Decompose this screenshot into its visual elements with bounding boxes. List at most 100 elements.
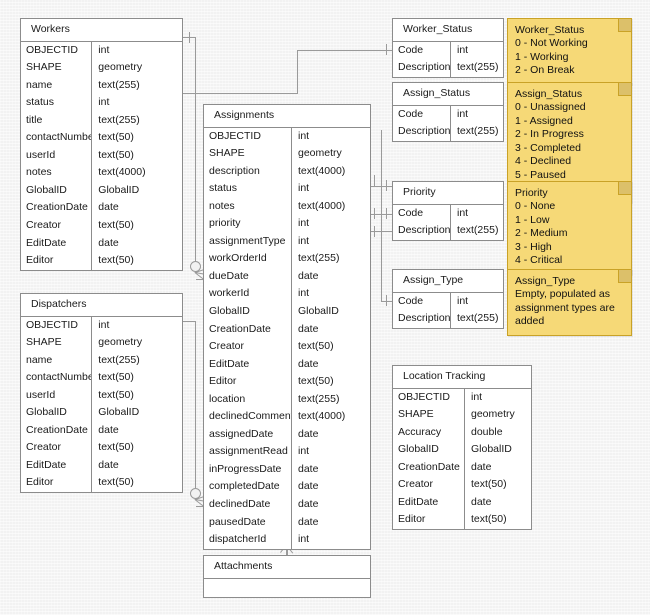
note-fold-corner-icon	[618, 270, 631, 283]
field-type: int	[298, 445, 310, 458]
table-row: contactNumber text(50)	[21, 129, 182, 147]
field-name: CreationDate	[21, 199, 93, 218]
field-type: text(50)	[98, 254, 134, 267]
field-type: text(50)	[98, 131, 134, 144]
connector-workers-assignments-vert	[195, 37, 196, 272]
note-line: 0 - Not Working	[515, 37, 588, 50]
field-name: EditDate	[21, 234, 93, 253]
note-line: Empty, populated as	[515, 288, 610, 301]
field-type: text(255)	[298, 252, 340, 265]
note-line: 3 - High	[515, 240, 552, 253]
field-type: text(255)	[457, 125, 499, 138]
field-name: contactNumber	[21, 369, 93, 387]
field-name: contactNumber	[21, 129, 93, 147]
field-type: date	[98, 201, 119, 214]
field-name: Description	[393, 59, 451, 77]
field-type: text(50)	[98, 148, 134, 161]
field-type: text(255)	[98, 78, 140, 91]
field-name: dispatcherId	[204, 531, 292, 549]
field-type: GlobalID	[98, 406, 140, 419]
field-name: Code	[393, 105, 451, 124]
field-type: GlobalID	[98, 183, 140, 196]
connector-assignments-bus	[381, 130, 382, 250]
table-title-assignments: Assignments	[204, 105, 370, 128]
connector-workers-worker-status-seg3	[297, 50, 392, 51]
field-name: priority	[204, 215, 292, 233]
note-title: Priority	[515, 187, 548, 199]
field-name: description	[204, 162, 292, 181]
field-type: int	[457, 43, 469, 56]
field-name: assignmentType	[204, 232, 292, 251]
field-type: int	[298, 217, 310, 230]
field-name: SHAPE	[21, 334, 93, 352]
field-type: text(255)	[457, 312, 499, 325]
field-type: GlobalID	[298, 305, 339, 318]
field-name: dueDate	[204, 267, 292, 286]
field-name: Editor	[204, 373, 292, 391]
field-type: text(4000)	[298, 164, 346, 177]
field-name: CreationDate	[393, 458, 465, 477]
table-title-assign-type: Assign_Type	[393, 270, 503, 293]
entity-table-attachments[interactable]: Attachments	[203, 555, 371, 598]
note-line: 3 - Completed	[515, 141, 581, 154]
field-name: OBJECTID	[21, 316, 93, 335]
field-name: EditDate	[204, 355, 292, 374]
field-name: OBJECTID	[393, 388, 465, 407]
table-row: CreationDate date	[21, 199, 182, 218]
note-line: 2 - On Break	[515, 64, 575, 77]
connector-dispatchers-assignments-vert	[195, 321, 196, 488]
field-type: date	[471, 460, 492, 473]
field-name: GlobalID	[204, 303, 292, 321]
field-name: name	[21, 76, 93, 95]
field-type: double	[471, 425, 503, 438]
connector-workers-worker-status-seg2	[297, 50, 298, 94]
field-name: Creator	[21, 439, 93, 457]
field-name: Code	[393, 204, 451, 223]
connector-circle-workers-assignments	[190, 261, 201, 272]
table-title-priority: Priority	[393, 182, 503, 205]
field-name: CreationDate	[204, 320, 292, 339]
field-name: completedDate	[204, 478, 292, 497]
field-type: int	[457, 206, 469, 219]
field-type: int	[298, 234, 310, 247]
note-title: Assign_Status	[515, 88, 583, 100]
field-type: int	[457, 107, 469, 120]
field-type: text(4000)	[298, 199, 346, 212]
